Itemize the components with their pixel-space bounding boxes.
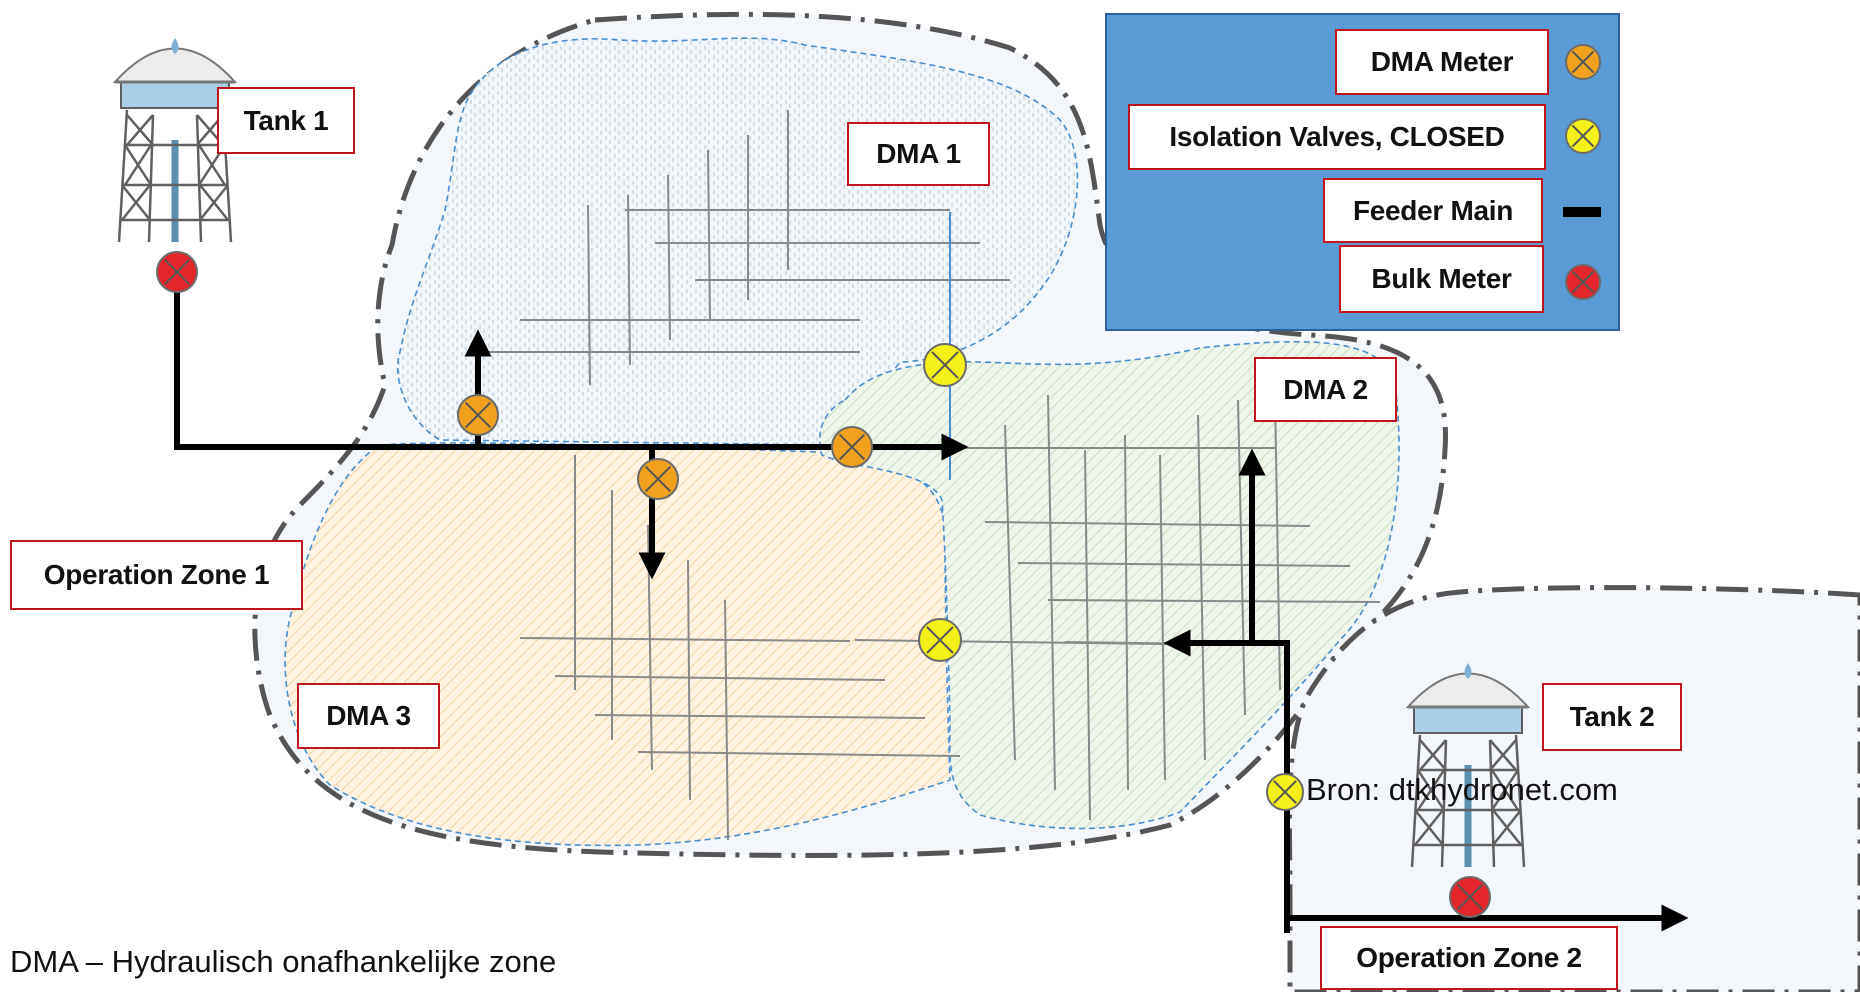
dma-3-area bbox=[284, 442, 951, 847]
bulk-meter-icon bbox=[1449, 876, 1491, 918]
legend-label-feeder-main: Feeder Main bbox=[1323, 178, 1543, 243]
dma-meter-icon bbox=[457, 394, 499, 436]
legend-bulk-meter-icon bbox=[1565, 264, 1601, 300]
label-dma-3: DMA 3 bbox=[297, 683, 440, 749]
caption-text: DMA – Hydraulisch onafhankelijke zone bbox=[10, 944, 557, 979]
label-operation-zone-2: Operation Zone 2 bbox=[1320, 926, 1618, 990]
isolation-valve-icon bbox=[923, 343, 967, 387]
bulk-meter-icon bbox=[156, 251, 198, 293]
isolation-valve-icon bbox=[1266, 773, 1304, 811]
water-tower-1-icon bbox=[112, 38, 238, 243]
legend-label-bulk-meter: Bulk Meter bbox=[1339, 245, 1544, 313]
label-tank-1: Tank 1 bbox=[217, 87, 355, 154]
label-dma-1: DMA 1 bbox=[847, 122, 990, 186]
dma-meter-icon bbox=[637, 458, 679, 500]
dma-meter-icon bbox=[831, 426, 873, 468]
legend-dma-meter-icon bbox=[1565, 44, 1601, 80]
legend-isolation-valve-icon bbox=[1565, 118, 1601, 154]
label-operation-zone-1: Operation Zone 1 bbox=[10, 540, 303, 610]
pipe-network bbox=[480, 110, 1381, 841]
isolation-valve-icon bbox=[918, 618, 962, 662]
source-credit: Bron: dtkhydronet.com bbox=[1306, 772, 1618, 807]
water-tower-2-icon bbox=[1405, 663, 1531, 868]
label-tank-2: Tank 2 bbox=[1542, 683, 1682, 751]
legend-label-isolation-valves: Isolation Valves, CLOSED bbox=[1128, 104, 1546, 170]
label-dma-2: DMA 2 bbox=[1254, 357, 1397, 422]
legend-label-dma-meter: DMA Meter bbox=[1335, 29, 1549, 95]
legend-feeder-main-icon bbox=[1563, 207, 1601, 217]
